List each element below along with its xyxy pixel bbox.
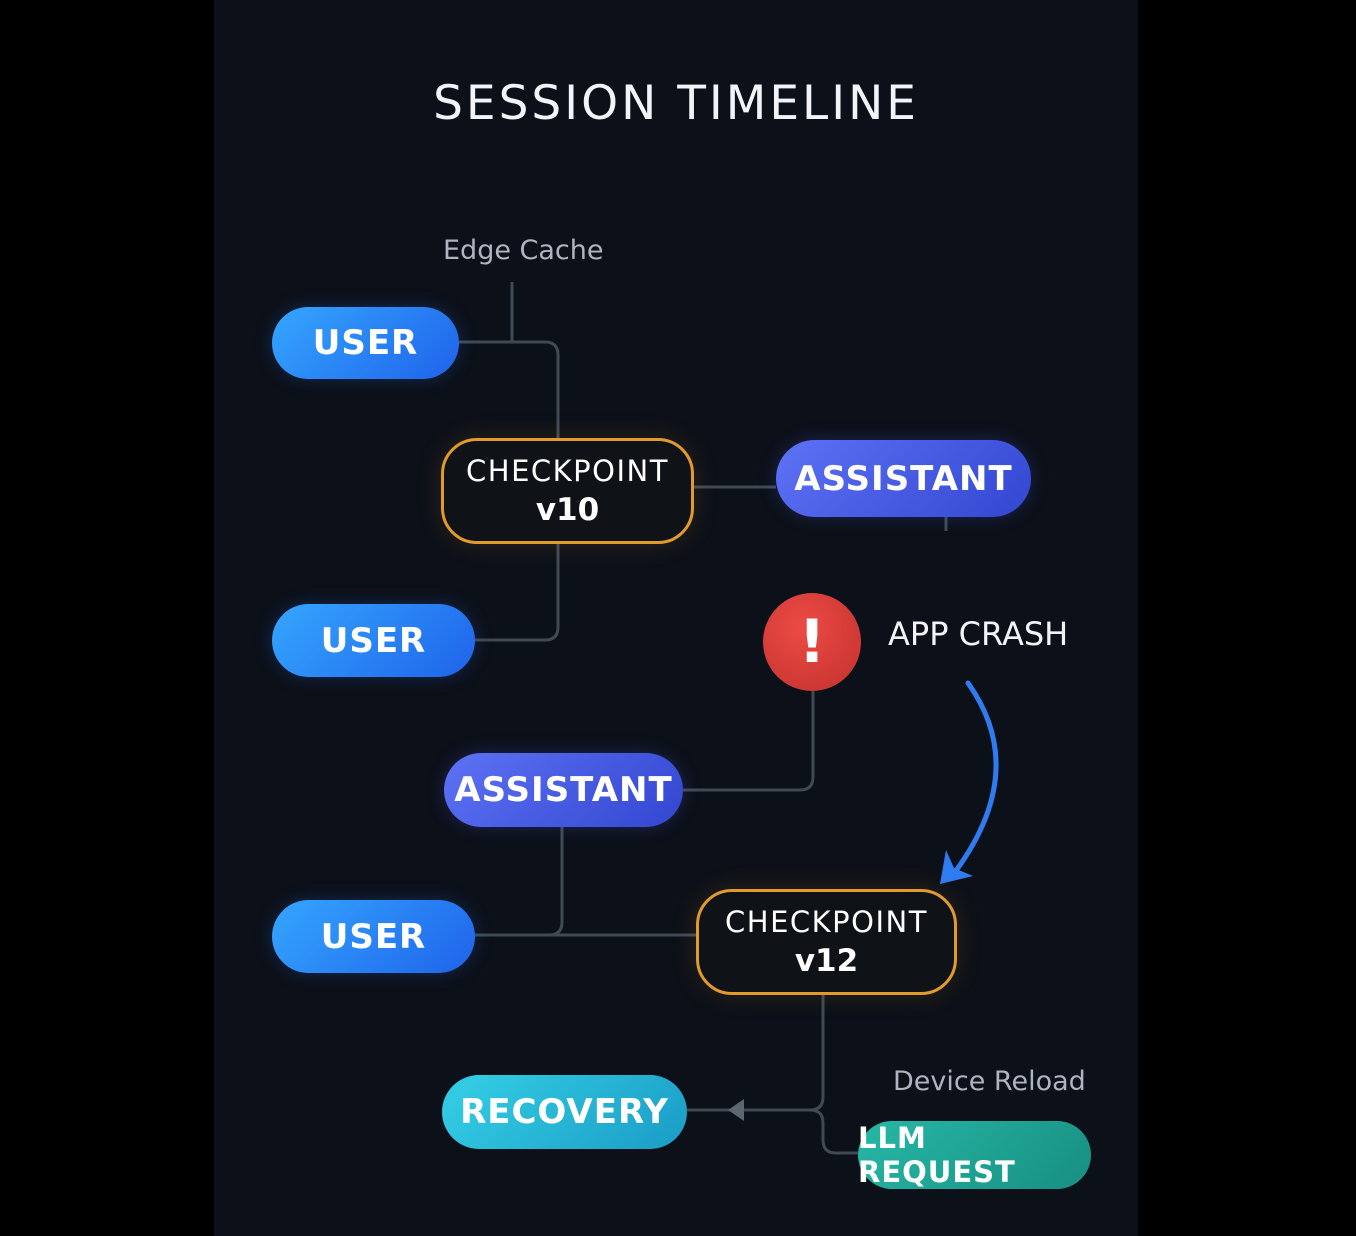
cp10-to-user2-link xyxy=(475,544,560,642)
edge-cache-label: Edge Cache xyxy=(443,235,604,266)
checkpoint-version: v10 xyxy=(535,492,600,528)
checkpoint-v10-node[interactable]: CHECKPOINT v10 xyxy=(441,438,694,544)
page-title: SESSION TIMELINE xyxy=(433,76,919,131)
cp12-to-recovery-link xyxy=(687,995,825,1112)
user-node-2[interactable]: USER xyxy=(272,604,475,677)
user1-to-cp10-link xyxy=(459,340,560,438)
crash-to-assistant2-link xyxy=(683,691,815,792)
checkpoint-v12-node[interactable]: CHECKPOINT v12 xyxy=(696,889,957,995)
checkpoint-label: CHECKPOINT xyxy=(466,454,669,488)
recovery-node[interactable]: RECOVERY xyxy=(442,1075,687,1149)
llm-to-recovery-link xyxy=(809,1108,858,1155)
arrow-left-icon xyxy=(728,1099,744,1121)
device-reload-label: Device Reload xyxy=(893,1066,1086,1097)
recovery-arrowhead-icon xyxy=(940,850,973,884)
assistant-node-2[interactable]: ASSISTANT xyxy=(444,753,683,827)
assistant-node-1[interactable]: ASSISTANT xyxy=(776,440,1031,517)
assistant2-to-user3-link xyxy=(475,827,564,937)
recovery-curve-arrow xyxy=(952,680,999,875)
user-node-1[interactable]: USER xyxy=(272,307,459,379)
app-crash-label: APP CRASH xyxy=(888,615,1069,653)
checkpoint-version: v12 xyxy=(794,943,859,979)
checkpoint-label: CHECKPOINT xyxy=(725,905,928,939)
llm-request-node[interactable]: LLM REQUEST xyxy=(858,1121,1091,1189)
crash-alert-icon: ! xyxy=(763,593,861,691)
user-node-3[interactable]: USER xyxy=(272,900,475,973)
